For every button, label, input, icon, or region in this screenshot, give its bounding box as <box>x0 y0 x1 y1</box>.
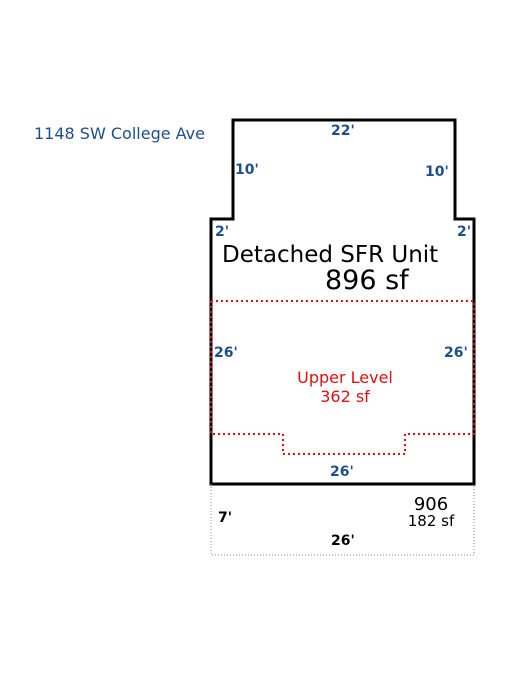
annex-id: 906 <box>414 494 448 515</box>
dim-annex-depth: 7' <box>218 510 232 526</box>
dim-annex-width: 26' <box>331 533 355 549</box>
upper-level-area: 362 sf <box>320 387 370 406</box>
annex-area: 182 sf <box>408 512 455 530</box>
dim-top-width: 22' <box>331 123 355 139</box>
unit-name: Detached SFR Unit <box>222 242 438 268</box>
annex-outline <box>210 484 475 556</box>
dim-right-step: 2' <box>457 224 471 240</box>
dim-left-side: 26' <box>214 345 238 361</box>
address-label: 1148 SW College Ave <box>34 124 205 143</box>
dim-left-upper: 10' <box>235 162 259 178</box>
dim-right-side: 26' <box>444 345 468 361</box>
dim-right-upper: 10' <box>425 164 449 180</box>
dim-bottom-width: 26' <box>330 464 354 480</box>
dim-left-step: 2' <box>215 224 229 240</box>
upper-level-name: Upper Level <box>297 368 393 387</box>
unit-area: 896 sf <box>325 265 410 296</box>
building-outline <box>209 118 476 486</box>
upper-level-outline <box>211 300 475 455</box>
